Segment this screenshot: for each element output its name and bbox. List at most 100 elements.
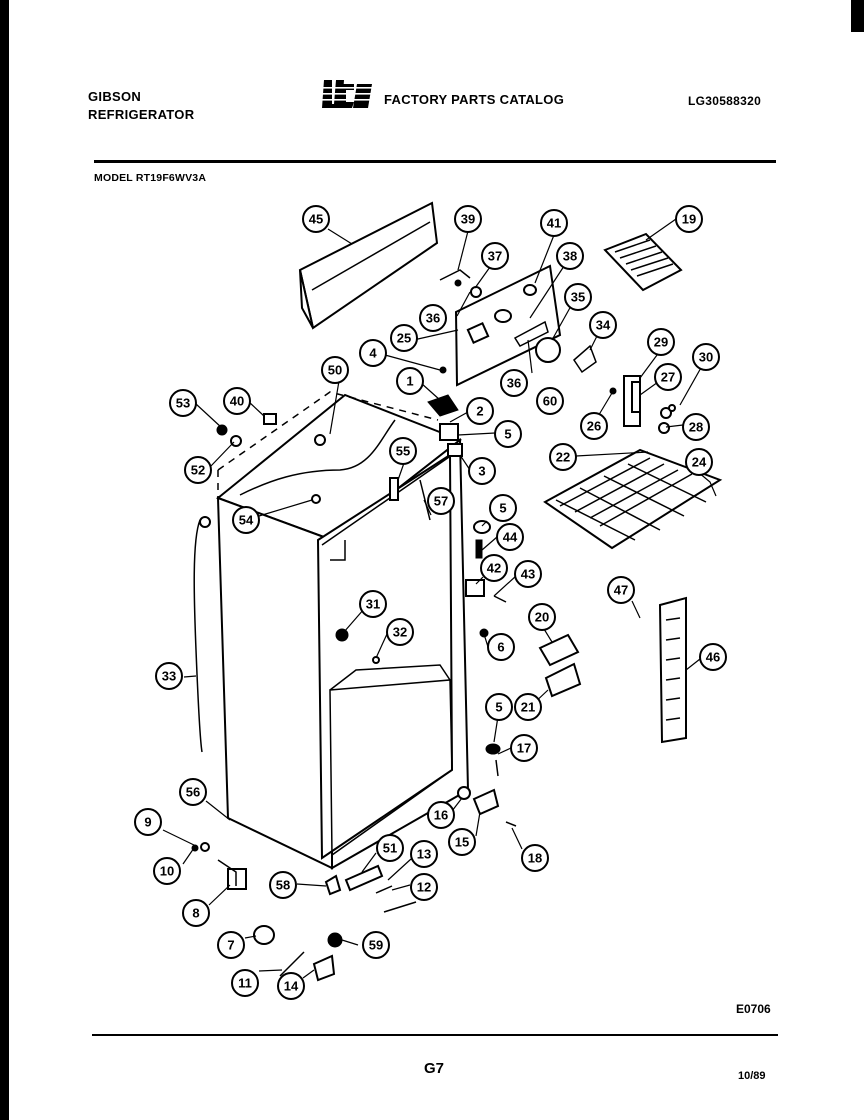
callout-36-bottom: 36 — [500, 369, 528, 397]
callout-50: 50 — [321, 356, 349, 384]
svg-text:54: 54 — [239, 513, 254, 528]
leader-lines — [162, 218, 717, 979]
callout-27: 27 — [654, 363, 682, 391]
header-rule — [94, 160, 776, 163]
svg-text:42: 42 — [487, 561, 501, 576]
svg-text:36: 36 — [426, 311, 440, 326]
tube-fitting — [199, 516, 211, 528]
callout-19: 19 — [675, 205, 703, 233]
svg-text:59: 59 — [369, 938, 383, 953]
control-panel-part — [454, 264, 562, 387]
svg-text:17: 17 — [517, 741, 531, 756]
callout-17: 17 — [510, 734, 538, 762]
callout-53: 53 — [169, 389, 197, 417]
shelf-part — [543, 448, 723, 550]
callout-9: 9 — [134, 808, 162, 836]
svg-text:58: 58 — [276, 878, 290, 893]
callout-18: 18 — [521, 844, 549, 872]
svg-text:29: 29 — [654, 335, 668, 350]
callout-8: 8 — [182, 899, 210, 927]
callout-32: 32 — [386, 618, 414, 646]
callout-37: 37 — [481, 242, 509, 270]
svg-text:37: 37 — [488, 249, 502, 264]
callout-3: 3 — [468, 457, 496, 485]
catalog-title: FACTORY PARTS CATALOG — [384, 92, 565, 107]
svg-text:7: 7 — [227, 938, 234, 953]
callout-30: 30 — [692, 343, 720, 371]
hardware-parts — [191, 269, 676, 982]
svg-text:18: 18 — [528, 851, 542, 866]
svg-text:25: 25 — [397, 331, 411, 346]
callout-10: 10 — [153, 857, 181, 885]
callout-60: 60 — [536, 387, 564, 415]
svg-text:41: 41 — [547, 216, 561, 231]
svg-text:6: 6 — [497, 640, 504, 655]
svg-text:11: 11 — [238, 976, 252, 991]
callout-21: 21 — [514, 693, 542, 721]
svg-text:16: 16 — [434, 808, 448, 823]
callout-35: 35 — [564, 283, 592, 311]
svg-text:38: 38 — [563, 249, 577, 264]
footer-rule — [92, 1034, 778, 1036]
svg-text:19: 19 — [682, 212, 696, 227]
svg-text:32: 32 — [393, 625, 407, 640]
svg-text:33: 33 — [162, 669, 176, 684]
callout-5-lower: 5 — [485, 693, 513, 721]
svg-text:3: 3 — [478, 464, 485, 479]
callout-12: 12 — [410, 873, 438, 901]
callout-59: 59 — [362, 931, 390, 959]
svg-text:14: 14 — [284, 979, 299, 994]
callout-44: 44 — [496, 523, 524, 551]
svg-text:15: 15 — [455, 835, 469, 850]
svg-text:4: 4 — [369, 346, 377, 361]
model-number: MODEL RT19F6WV3A — [94, 172, 207, 184]
svg-text:53: 53 — [176, 396, 190, 411]
callout-7: 7 — [217, 931, 245, 959]
rail-part — [658, 596, 687, 744]
svg-text:8: 8 — [192, 906, 199, 921]
callout-38: 38 — [556, 242, 584, 270]
callout-46: 46 — [699, 643, 727, 671]
svg-text:44: 44 — [503, 530, 518, 545]
callout-40: 40 — [223, 387, 251, 415]
svg-text:31: 31 — [366, 597, 380, 612]
callout-16: 16 — [427, 801, 455, 829]
top-outline — [217, 391, 439, 471]
svg-text:10: 10 — [160, 864, 174, 879]
wci-logo — [320, 80, 378, 108]
svg-text:35: 35 — [571, 290, 585, 305]
svg-text:20: 20 — [535, 610, 549, 625]
callout-28: 28 — [682, 413, 710, 441]
top-cover-part — [298, 201, 439, 330]
callout-54: 54 — [232, 506, 260, 534]
callout-29: 29 — [647, 328, 675, 356]
svg-text:57: 57 — [434, 494, 448, 509]
callout-43: 43 — [514, 560, 542, 588]
callout-55: 55 — [389, 437, 417, 465]
callout-47: 47 — [607, 576, 635, 604]
svg-text:50: 50 — [328, 363, 342, 378]
product-type: REFRIGERATOR — [88, 107, 195, 122]
svg-text:13: 13 — [417, 847, 431, 862]
page-edge — [851, 32, 864, 1120]
page-number: G7 — [424, 1060, 445, 1077]
svg-text:5: 5 — [499, 501, 506, 516]
grille-part — [603, 232, 683, 292]
callout-5-mid: 5 — [489, 494, 517, 522]
svg-text:47: 47 — [614, 583, 628, 598]
brand-name: GIBSON — [88, 89, 142, 104]
svg-text:55: 55 — [396, 444, 410, 459]
svg-text:21: 21 — [521, 700, 535, 715]
callout-57: 57 — [427, 487, 455, 515]
svg-text:27: 27 — [661, 370, 675, 385]
svg-text:43: 43 — [521, 567, 535, 582]
callout-11: 11 — [231, 969, 259, 997]
svg-text:51: 51 — [383, 841, 397, 856]
svg-text:24: 24 — [692, 455, 707, 470]
callout-26: 26 — [580, 412, 608, 440]
callout-5-upper: 5 — [494, 420, 522, 448]
callout-41: 41 — [540, 209, 568, 237]
callout-22: 22 — [549, 443, 577, 471]
svg-text:1: 1 — [406, 374, 413, 389]
